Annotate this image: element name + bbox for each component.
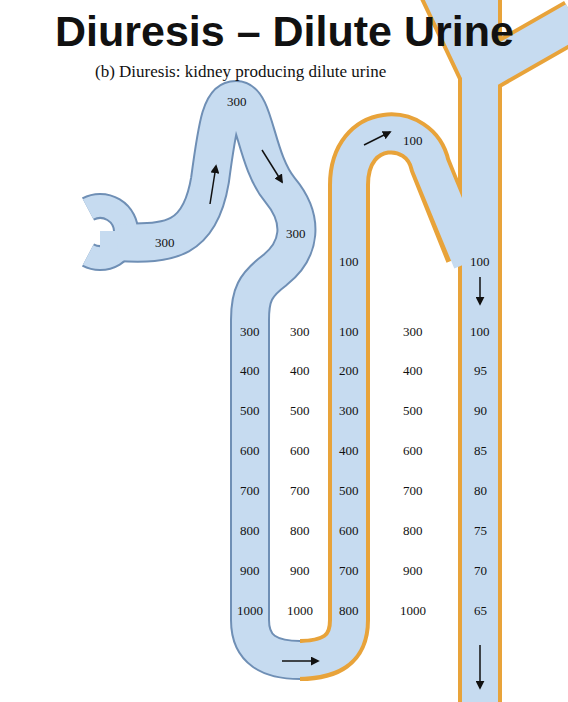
flow-arrow (364, 132, 390, 145)
osmolarity-value: 500 (339, 484, 359, 499)
osmolarity-value: 100 (470, 325, 490, 340)
flow-arrow (479, 277, 481, 304)
osmolarity-value: 500 (240, 404, 260, 419)
osmolarity-value: 400 (240, 364, 260, 379)
flow-arrow (262, 150, 282, 182)
diagram-title: Diuresis – Dilute Urine (55, 8, 514, 55)
proximal-and-descending-tubule (118, 100, 300, 660)
descending-fill (118, 100, 300, 660)
osmolarity-value: 500 (403, 404, 423, 419)
osmolarity-value: 75 (474, 524, 487, 539)
osmolarity-value: 900 (403, 564, 423, 579)
osmolarity-value: 300 (290, 325, 310, 340)
osmolarity-value: 600 (290, 444, 310, 459)
ascending-fill (296, 133, 470, 660)
osmolarity-value: 600 (403, 444, 423, 459)
osmolarity-value: 300 (155, 236, 175, 251)
osmolarity-value: 100 (403, 134, 423, 149)
osmolarity-value: 300 (227, 95, 247, 110)
osmolarity-value: 70 (474, 564, 487, 579)
osmolarity-value: 1000 (287, 604, 313, 619)
osmolarity-value: 300 (339, 404, 359, 419)
osmolarity-value: 700 (290, 484, 310, 499)
flow-arrow (479, 645, 481, 688)
flow-arrow (282, 660, 318, 662)
osmolarity-value: 300 (240, 325, 260, 340)
flow-arrow (210, 166, 216, 204)
osmolarity-value: 700 (339, 564, 359, 579)
osmolarity-value: 800 (403, 524, 423, 539)
osmolarity-value: 100 (339, 255, 359, 270)
tubule-fills (88, 0, 568, 702)
flow-arrows (210, 132, 480, 688)
tubule-outlines (88, 0, 568, 702)
osmolarity-value: 700 (240, 484, 260, 499)
osmolarity-value: 400 (290, 364, 310, 379)
collecting-duct (440, 0, 568, 702)
osmolarity-value: 200 (339, 364, 359, 379)
osmolarity-value: 100 (470, 255, 490, 270)
osmolarity-value: 900 (240, 564, 260, 579)
osmolarity-value: 800 (290, 524, 310, 539)
osmolarity-value: 300 (286, 227, 306, 242)
osmolarity-value: 600 (240, 444, 260, 459)
osmolarity-value: 95 (474, 364, 487, 379)
osmolarity-value: 80 (474, 484, 487, 499)
osmolarity-value: 65 (474, 604, 487, 619)
osmolarity-value: 500 (290, 404, 310, 419)
figure-caption: (b) Diuresis: kidney producing dilute ur… (95, 62, 386, 82)
osmolarity-value: 85 (474, 444, 487, 459)
osmolarity-value: 100 (339, 325, 359, 340)
osmolarity-value: 800 (240, 524, 260, 539)
osmolarity-value: 700 (403, 484, 423, 499)
osmolarity-value: 1000 (400, 604, 426, 619)
osmolarity-value: 800 (339, 604, 359, 619)
collecting-duct-fill (440, 0, 568, 702)
osmolarity-value: 90 (474, 404, 487, 419)
osmolarity-value: 900 (290, 564, 310, 579)
osmolarity-value: 400 (403, 364, 423, 379)
osmolarity-value: 600 (339, 524, 359, 539)
osmolarity-value: 1000 (237, 604, 263, 619)
osmolarity-value: 300 (403, 325, 423, 340)
osmolarity-value: 400 (339, 444, 359, 459)
